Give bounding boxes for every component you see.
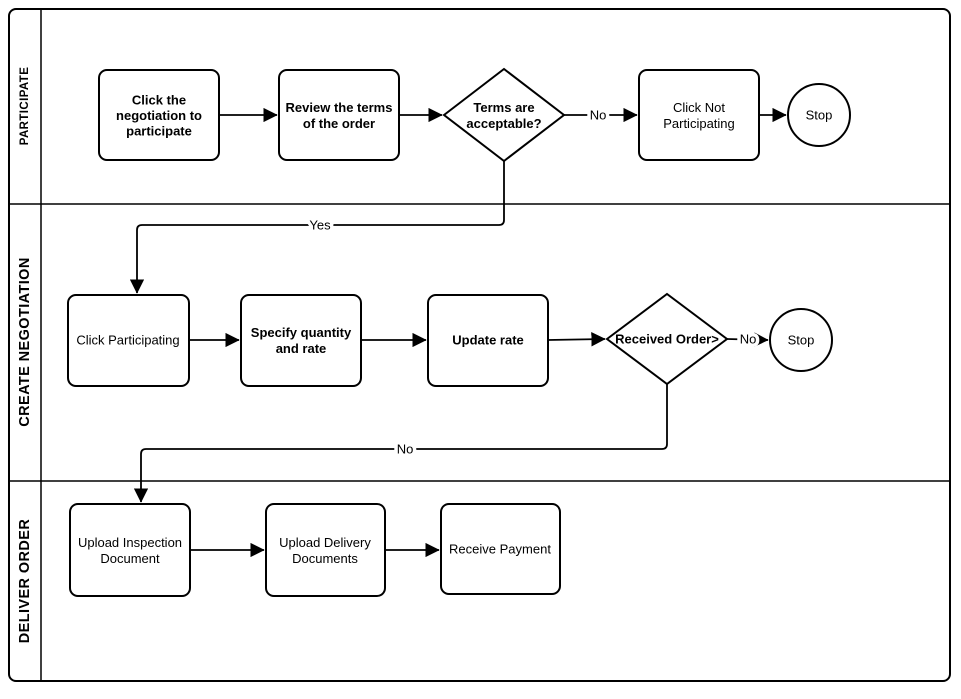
decision-terms-acceptable (442, 67, 566, 163)
edge-label-no-received-deliver: No (397, 442, 414, 457)
edge-receivedorder-no-to-stop2 (726, 332, 769, 347)
task-upload-delivery (265, 503, 386, 597)
end-stop-1-label: Stop (806, 108, 833, 123)
pool-frame-group: PARTICIPATE CREATE NEGOTIATION DELIVER O… (8, 8, 951, 682)
task-receive-payment-label: Receive Payment (449, 542, 551, 557)
pool-border (8, 8, 951, 682)
edge-updaterate-to-receivedorder (547, 332, 606, 347)
end-stop-1 (787, 83, 851, 147)
task-receive-payment (440, 503, 561, 595)
edge-label-no-received-stop: No (740, 332, 757, 347)
lane-label-participate: PARTICIPATE (19, 67, 31, 146)
task-update-rate-label: Update rate (452, 333, 524, 348)
edge-termsacceptable-yes (129, 161, 505, 294)
task-specify-quantity (240, 294, 362, 387)
lane-label-deliver-order: DELIVER ORDER (17, 519, 33, 644)
task-click-not-participating (638, 69, 760, 161)
task-update-rate (427, 294, 549, 387)
task-click-participating (67, 294, 190, 387)
task-click-negotiation (98, 69, 220, 161)
decision-received-order-label: Received Order> (615, 332, 719, 347)
edge-receivedorder-no-to-uploadinspection (133, 384, 668, 503)
edge-label-no-terms: No (590, 108, 607, 123)
lane-label-create-negotiation: CREATE NEGOTIATION (17, 257, 33, 426)
task-upload-inspection (69, 503, 191, 597)
task-click-participating-label: Click Participating (76, 333, 179, 348)
decision-received-order (605, 292, 729, 386)
end-stop-2 (769, 308, 833, 372)
task-review-terms (278, 69, 400, 161)
edge-label-yes-terms: Yes (309, 218, 331, 233)
end-stop-2-label: Stop (788, 333, 815, 348)
connectors-group: No Yes No No (129, 104, 787, 558)
